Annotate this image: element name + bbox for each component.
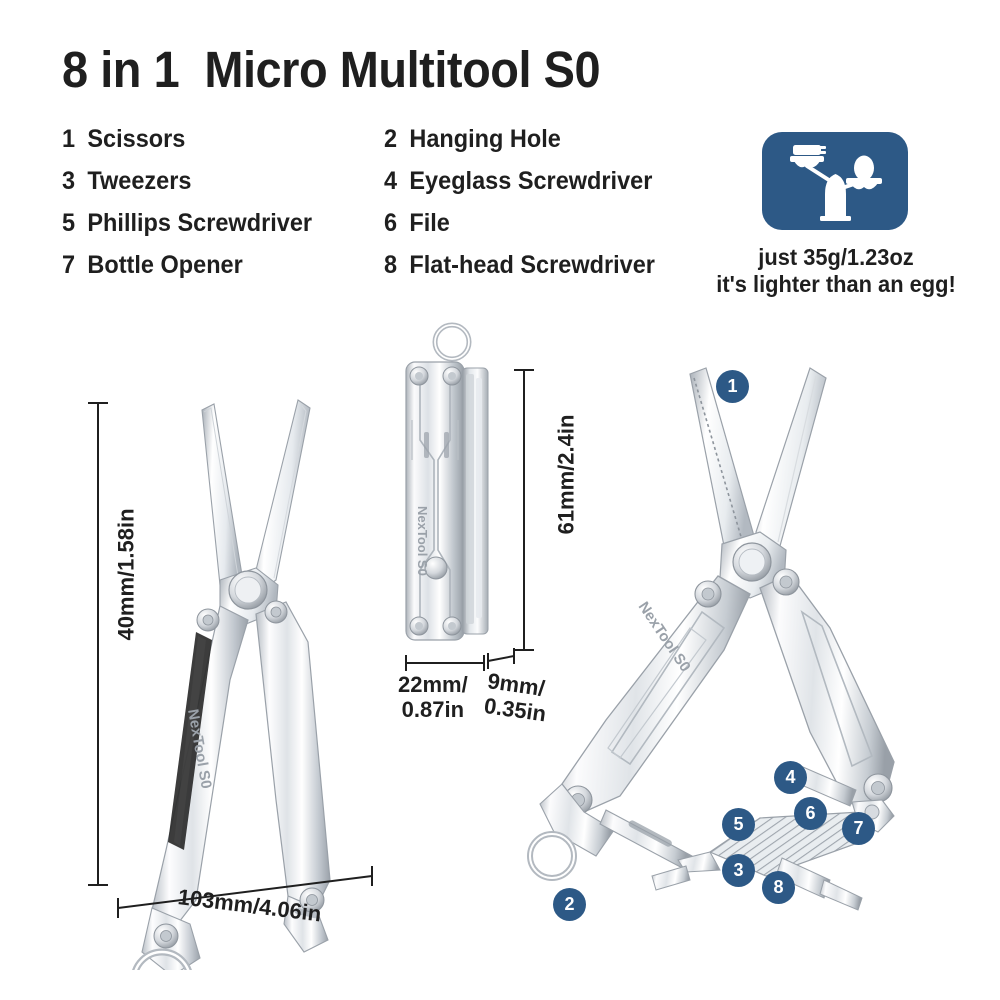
dimension-label-left-height: 40mm/1.58in <box>113 508 139 641</box>
weight-comparison: it's lighter than an egg! <box>716 271 956 297</box>
product-image-center-folded: NexTool S0 <box>405 322 489 641</box>
feature-item-1: 1 Scissors <box>62 125 365 154</box>
balance-scale-icon <box>790 145 882 221</box>
feature-label: Tweezers <box>87 166 192 195</box>
feature-number: 1 <box>62 124 76 153</box>
feature-label: Eyeglass Screwdriver <box>409 166 653 195</box>
callout-badge-3[interactable]: 3 <box>722 854 755 887</box>
feature-list: 1 Scissors 2 Hanging Hole 3 Tweezers 4 E… <box>62 118 702 286</box>
feature-label: Scissors <box>87 124 186 153</box>
feature-number: 3 <box>62 166 76 195</box>
callout-badge-1[interactable]: 1 <box>716 370 749 403</box>
feature-number: 5 <box>62 208 76 237</box>
feature-number: 8 <box>384 250 398 279</box>
product-image-right-deployed: NexTool S0 <box>527 367 895 911</box>
feature-item-3: 3 Tweezers <box>62 167 365 196</box>
feature-item-2: 2 Hanging Hole <box>384 125 685 154</box>
callout-badge-8[interactable]: 8 <box>762 871 795 904</box>
feature-label: Bottle Opener <box>87 250 243 279</box>
page-title: 8 in 1 Micro Multitool S0 <box>62 41 601 98</box>
feature-number: 2 <box>384 124 398 153</box>
feature-item-6: 6 File <box>384 209 685 238</box>
feature-item-4: 4 Eyeglass Screwdriver <box>384 167 685 196</box>
feature-number: 4 <box>384 166 398 195</box>
weight-badge <box>762 132 908 230</box>
feature-item-7: 7 Bottle Opener <box>62 251 365 280</box>
product-image-left-open-scissors: NexTool S0 <box>132 399 331 970</box>
feature-item-8: 8 Flat-head Screwdriver <box>384 251 685 280</box>
callout-badge-7[interactable]: 7 <box>842 812 875 845</box>
feature-label: File <box>409 208 450 237</box>
callout-badge-4[interactable]: 4 <box>774 761 807 794</box>
callout-badge-6[interactable]: 6 <box>794 797 827 830</box>
dimension-label-center-thickness: 9mm/ 0.35in <box>482 668 548 727</box>
weight-value: just 35g/1.23oz <box>758 244 914 270</box>
feature-label: Phillips Screwdriver <box>87 208 313 237</box>
weight-caption: just 35g/1.23oz it's lighter than an egg… <box>697 244 974 298</box>
feature-label: Hanging Hole <box>409 124 561 153</box>
feature-number: 6 <box>384 208 398 237</box>
feature-label: Flat-head Screwdriver <box>409 250 655 279</box>
engraving-text-center: NexTool S0 <box>415 506 430 576</box>
dimension-label-center-width: 22mm/ 0.87in <box>398 672 468 722</box>
callout-badge-2[interactable]: 2 <box>553 888 586 921</box>
feature-number: 7 <box>62 250 76 279</box>
callout-badge-5[interactable]: 5 <box>722 808 755 841</box>
feature-item-5: 5 Phillips Screwdriver <box>62 209 365 238</box>
dimension-label-center-height: 61mm/2.4in <box>553 414 579 535</box>
